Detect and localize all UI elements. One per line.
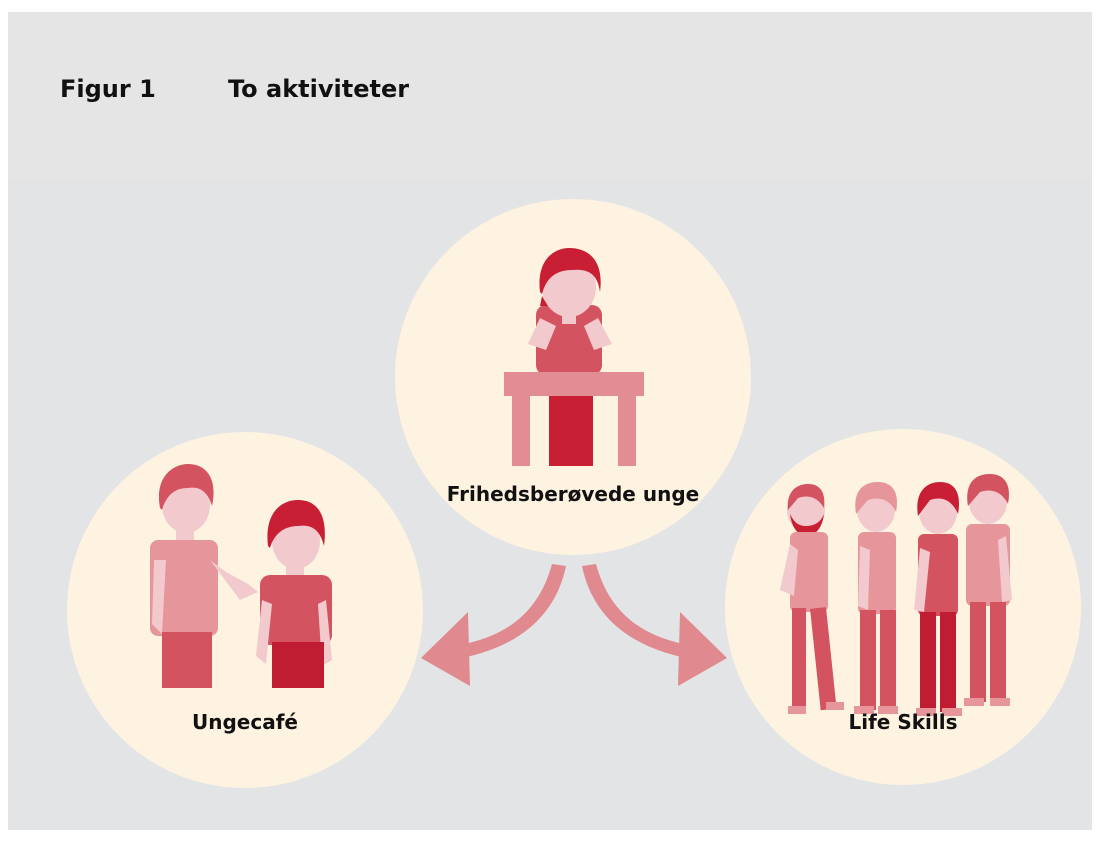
figure-label: Figur 1	[60, 75, 156, 103]
center-node-label: Frihedsberøvede unge	[446, 482, 700, 506]
youth-at-table-figure	[504, 248, 644, 466]
arrow-right	[582, 564, 727, 686]
left-node-label: Ungecafé	[192, 710, 298, 734]
two-youths-figure	[150, 464, 332, 688]
right-node-label: Life Skills	[848, 710, 958, 734]
figure-header	[8, 12, 1092, 180]
figure-title: To aktiviteter	[228, 75, 410, 103]
left-circle	[67, 432, 423, 788]
group-of-four-figure	[780, 474, 1012, 716]
arrow-left	[421, 564, 566, 686]
